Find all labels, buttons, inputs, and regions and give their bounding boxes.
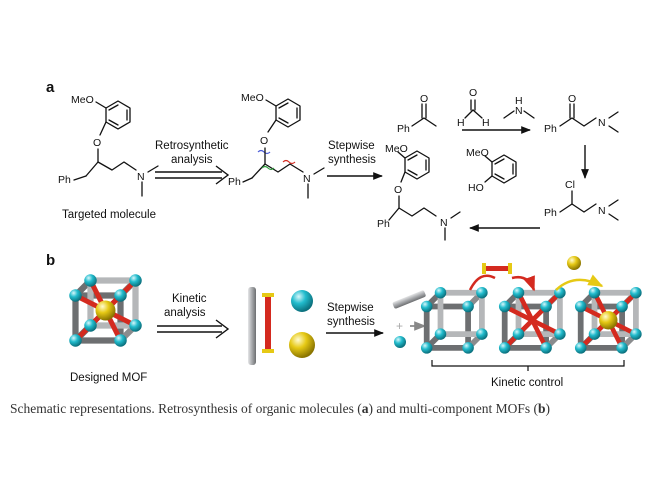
chloride-cl-label: Cl <box>565 179 575 191</box>
acetophenone-structure: Ph O <box>397 93 437 135</box>
stepwise-label-a-line1: Stepwise <box>328 140 375 152</box>
formaldehyde-structure: O H H <box>457 87 490 129</box>
kinetic-control-bracket <box>431 360 625 367</box>
chloride-structure: Cl Ph N <box>544 179 619 221</box>
ether-oxygen-label-3: O <box>394 184 402 196</box>
formaldehyde-o-label: O <box>469 87 477 99</box>
mannich-ketone-structure: Ph O N <box>544 93 619 135</box>
retrosynthetic-label-line2: analysis <box>171 154 213 166</box>
carbonyl-o-label: O <box>420 93 428 105</box>
methoxy-label-4: MeO <box>385 143 408 155</box>
phenyl-label: Ph <box>58 174 71 186</box>
phenyl-label-5: Ph <box>544 207 557 219</box>
dimethylamine-n-label: N <box>515 105 523 117</box>
incoming-yellow-sphere <box>555 256 604 291</box>
ether-oxygen-label: O <box>93 137 101 149</box>
empty-framework-cube <box>421 287 488 354</box>
ketone-o-label: O <box>568 93 576 105</box>
amine-n-label-4: N <box>598 205 606 217</box>
retrosynthetic-label-line1: Retrosynthetic <box>155 140 229 152</box>
final-product-structure: MeO O Ph N <box>377 143 461 241</box>
formaldehyde-h-right: H <box>482 117 490 129</box>
hydroxy-label: HO <box>468 182 484 194</box>
kinetic-control-label: Kinetic control <box>491 377 563 389</box>
amine-n-label-2: N <box>303 173 311 185</box>
amine-n-label: N <box>137 171 145 183</box>
panel-b-label: b <box>46 252 55 269</box>
panel-a-label: a <box>46 79 55 96</box>
incoming-red-linker <box>468 263 536 292</box>
guaiacol-structure: MeO HO <box>466 147 517 194</box>
disconnected-intermediate-structure: MeO O Ph N <box>228 92 325 199</box>
linker-installed-cube <box>499 287 566 354</box>
methoxy-label-2: MeO <box>241 92 264 104</box>
phenyl-label-3: Ph <box>397 123 410 135</box>
designed-mof-label: Designed MOF <box>70 372 147 384</box>
kinetic-label-line2: analysis <box>164 307 206 319</box>
svg-text:+: + <box>396 319 403 333</box>
phenyl-label-2: Ph <box>228 176 241 188</box>
complete-mof-cube <box>575 287 642 354</box>
ether-oxygen-label-2: O <box>260 135 268 147</box>
methoxy-label: MeO <box>71 94 94 106</box>
schematic-figure: a MeO O Ph N Targeted molecule Retrosynt… <box>46 79 660 389</box>
methoxy-label-3: MeO <box>466 147 489 159</box>
amine-n-label-5: N <box>440 217 448 229</box>
amine-n-label-3: N <box>598 117 606 129</box>
mof-components <box>248 287 315 365</box>
dimethylamine-structure: H N <box>503 95 535 119</box>
phenyl-label-6: Ph <box>377 218 390 230</box>
kinetic-analysis-arrow <box>157 319 230 339</box>
stepwise-label-b-line1: Stepwise <box>327 302 374 314</box>
stepwise-label-b-line2: synthesis <box>327 316 375 328</box>
phenyl-label-4: Ph <box>544 123 557 135</box>
kinetic-label-line1: Kinetic <box>172 293 207 305</box>
figure-caption: Schematic representations. Retrosynthesi… <box>10 401 551 416</box>
designed-mof-cube <box>69 274 142 347</box>
targeted-molecule-structure: MeO O Ph N <box>58 94 159 197</box>
retrosynthetic-arrow <box>155 165 230 185</box>
formaldehyde-h-left: H <box>457 117 465 129</box>
dimethylamine-h-label: H <box>515 95 523 107</box>
targeted-molecule-label: Targeted molecule <box>62 209 156 221</box>
assembly-building-blocks: + <box>392 290 427 348</box>
stepwise-label-a-line2: synthesis <box>328 154 376 166</box>
